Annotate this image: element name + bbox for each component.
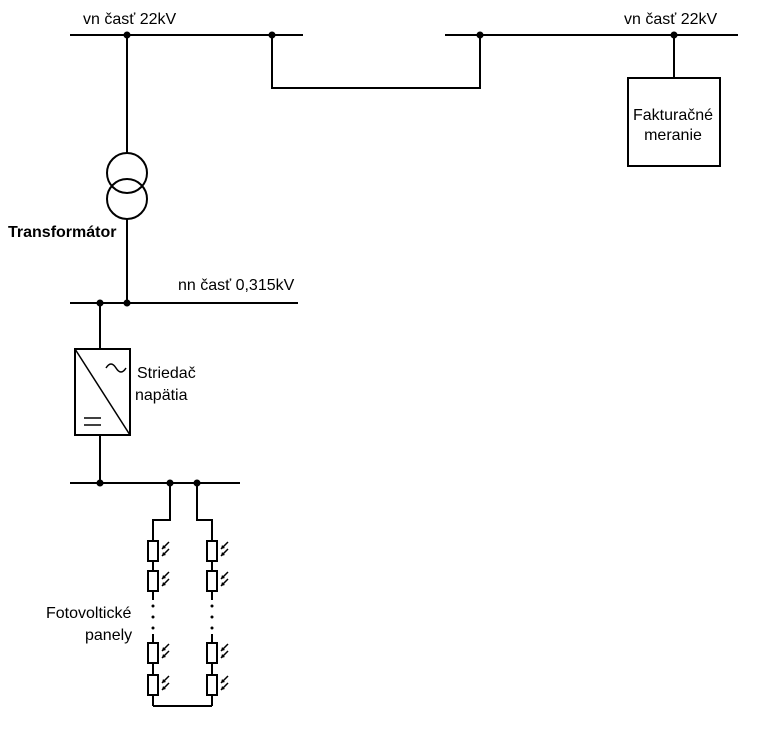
pv-string-right-top-wire bbox=[196, 483, 213, 541]
transformer-symbol bbox=[106, 152, 148, 220]
light-arrow-head bbox=[221, 575, 225, 579]
pv-module bbox=[147, 570, 170, 592]
metering-label-line1: Fakturačné bbox=[632, 107, 714, 124]
inverter-label-line2: napätia bbox=[135, 387, 188, 404]
transformer-label: Transformátor bbox=[8, 224, 117, 241]
pv-module bbox=[206, 570, 229, 592]
light-arrow-head bbox=[221, 686, 225, 690]
light-arrow-head bbox=[221, 654, 225, 658]
light-arrow-head bbox=[221, 679, 225, 683]
light-arrow-head bbox=[221, 647, 225, 651]
light-arrow-head bbox=[221, 552, 225, 556]
pv-module bbox=[147, 674, 170, 696]
pv-label-line2: panely bbox=[85, 627, 133, 644]
pv-module bbox=[147, 642, 170, 664]
pv-module bbox=[206, 540, 229, 562]
light-arrow-head bbox=[221, 582, 225, 586]
inverter-symbol bbox=[74, 348, 131, 436]
nn-bus-label: nn časť 0,315kV bbox=[178, 277, 295, 294]
pv-modules bbox=[147, 540, 229, 696]
light-arrow-head bbox=[162, 679, 166, 683]
pv-label-line1: Fotovoltické bbox=[46, 605, 132, 622]
light-arrow-head bbox=[162, 582, 166, 586]
vn-bus-left-label: vn časť 22kV bbox=[83, 11, 177, 28]
light-arrow-head bbox=[221, 545, 225, 549]
light-arrow-head bbox=[162, 686, 166, 690]
metering-label-line2: meranie bbox=[644, 127, 702, 144]
light-arrow-head bbox=[162, 654, 166, 658]
pv-module bbox=[206, 642, 229, 664]
vn-bus-right-label: vn časť 22kV bbox=[624, 11, 718, 28]
dc-busbar bbox=[70, 479, 240, 487]
light-arrow-head bbox=[162, 552, 166, 556]
light-arrow-head bbox=[162, 575, 166, 579]
bus-interconnection bbox=[271, 35, 481, 89]
vn-busbar-left bbox=[70, 31, 303, 39]
metering-box bbox=[627, 77, 721, 167]
pv-module bbox=[147, 540, 170, 562]
light-arrow-head bbox=[162, 545, 166, 549]
inverter-label-line1: Striedač bbox=[137, 365, 196, 382]
vn-busbar-right bbox=[445, 31, 738, 39]
pv-continuation-dots bbox=[151, 604, 214, 630]
nn-busbar bbox=[70, 299, 298, 307]
light-arrow-head bbox=[162, 647, 166, 651]
pv-string-left-top-wire bbox=[152, 483, 171, 541]
pv-module bbox=[206, 674, 229, 696]
